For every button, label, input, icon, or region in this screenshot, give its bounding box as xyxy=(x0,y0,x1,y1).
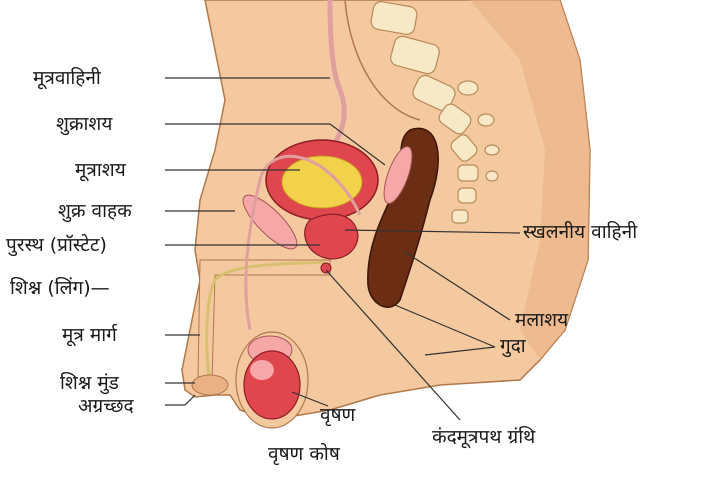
testis-highlight xyxy=(250,360,274,380)
label-testis: वृषण xyxy=(320,404,355,426)
bulbourethral-gland xyxy=(321,263,331,273)
testis xyxy=(244,351,300,419)
label-ureter: मूत्रवाहिनी xyxy=(33,67,101,89)
label-glans-penis: शिश्न मुंड xyxy=(60,372,119,394)
label-foreskin: अग्रच्छद xyxy=(78,395,134,417)
label-bulbourethral-gland: कंदमूत्रपथ ग्रंथि xyxy=(432,426,535,448)
label-rectum: मलाशय xyxy=(515,309,568,331)
label-penis: शिश्न (लिंग)— xyxy=(10,277,110,299)
glans xyxy=(192,375,228,395)
label-seminal-vesicle: शुक्राशय xyxy=(56,113,112,135)
label-ejaculatory-duct: स्खलनीय वाहिनी xyxy=(523,221,637,243)
label-prostate: पुरस्थ (प्रॉस्टेट) xyxy=(6,234,107,256)
label-urethra: मूत्र मार्ग xyxy=(62,324,117,346)
label-urinary-bladder: मूत्राशय xyxy=(75,159,126,181)
label-anus: गुदा xyxy=(500,335,526,357)
label-scrotum: वृषण कोष xyxy=(268,443,340,465)
label-vas-deferens: शुक्र वाहक xyxy=(58,200,132,222)
bladder-urine xyxy=(282,156,362,208)
